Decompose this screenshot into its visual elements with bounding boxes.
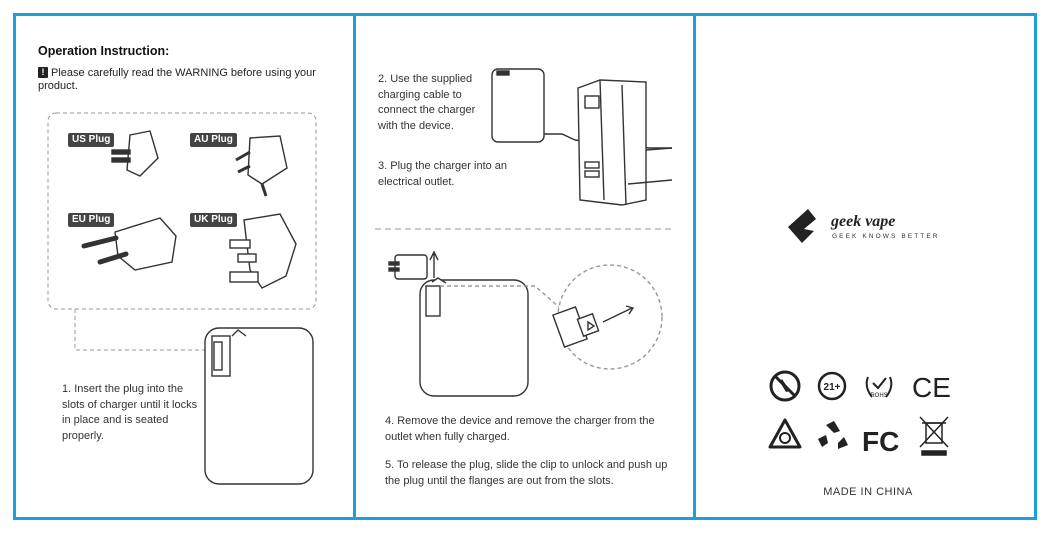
- step-3-text: 3. Plug the charger into an electrical o…: [378, 160, 508, 188]
- weee-bin-icon: [919, 416, 949, 456]
- brand-name: geek vape: [830, 213, 895, 230]
- au-plug-icon: [235, 135, 288, 197]
- logo-mark-icon: [788, 209, 816, 243]
- step-2-text: 2. Use the supplied charging cable to co…: [378, 73, 476, 132]
- page-title: Operation Instruction:: [38, 44, 170, 58]
- charger-illustration: [204, 327, 314, 485]
- no-smoking-icon: [769, 370, 801, 402]
- recycle-icon: [818, 421, 848, 449]
- eu-plug-label: EU Plug: [68, 213, 115, 227]
- charger-with-cable-illustration: [491, 68, 672, 149]
- geekvape-logo: geek vape GEEK KNOWS BETTER: [788, 209, 940, 243]
- svg-text:21+: 21+: [824, 382, 841, 393]
- zoom-detail-illustration: [552, 264, 663, 370]
- certification-icons: 21+ ROHS CE FC: [768, 370, 951, 457]
- rcm-icon: [768, 418, 802, 449]
- rohs-icon: ROHS: [865, 376, 893, 399]
- exclamation-icon: !: [38, 67, 48, 78]
- uk-plug-icon: [229, 213, 297, 289]
- svg-text:ROHS: ROHS: [870, 393, 887, 399]
- step-5-text: 5. To release the plug, slide the clip t…: [385, 459, 668, 487]
- step-4-text: 4. Remove the device and remove the char…: [385, 415, 655, 443]
- step-1-text: 1. Insert the plug into the slots of cha…: [62, 383, 198, 442]
- fcc-icon: FC: [862, 426, 899, 457]
- svg-text:CE: CE: [912, 372, 951, 403]
- au-plug-label: AU Plug: [190, 133, 237, 147]
- panel-divider: [353, 13, 356, 520]
- panel-divider: [693, 13, 696, 520]
- uk-plug-label: UK Plug: [190, 213, 237, 227]
- brand-tagline: GEEK KNOWS BETTER: [832, 233, 940, 240]
- ce-mark-icon: CE: [912, 372, 951, 403]
- us-plug-icon: [111, 130, 159, 177]
- brochure-frame: [13, 13, 1037, 520]
- warning-label: Please carefully read the WARNING before…: [38, 67, 316, 92]
- vape-device-illustration: [577, 79, 673, 206]
- age-21-icon: 21+: [817, 371, 847, 401]
- plug-release-illustration: [388, 250, 561, 397]
- svg-text:FC: FC: [862, 426, 899, 457]
- made-in-label: MADE IN CHINA: [823, 486, 913, 498]
- warning-text: !Please carefully read the WARNING befor…: [38, 67, 338, 93]
- eu-plug-icon: [81, 217, 177, 271]
- us-plug-label: US Plug: [68, 133, 115, 147]
